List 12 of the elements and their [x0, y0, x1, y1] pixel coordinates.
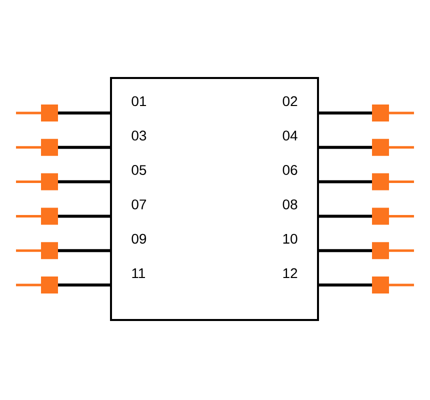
- pin-number: 09: [132, 234, 146, 244]
- pin-number: 10: [283, 234, 298, 244]
- pin-number: 05: [132, 165, 146, 175]
- pin-number: 07: [132, 199, 146, 210]
- pin-number: 03: [132, 130, 146, 141]
- pin-number: 06: [282, 165, 298, 175]
- pin-number: 04: [282, 130, 298, 141]
- pin-number: 08: [282, 199, 298, 210]
- pin-number: 11: [132, 268, 145, 278]
- pin-number: 01: [132, 96, 146, 106]
- pin-number: 12: [283, 268, 298, 278]
- pin-number: 02: [282, 96, 298, 106]
